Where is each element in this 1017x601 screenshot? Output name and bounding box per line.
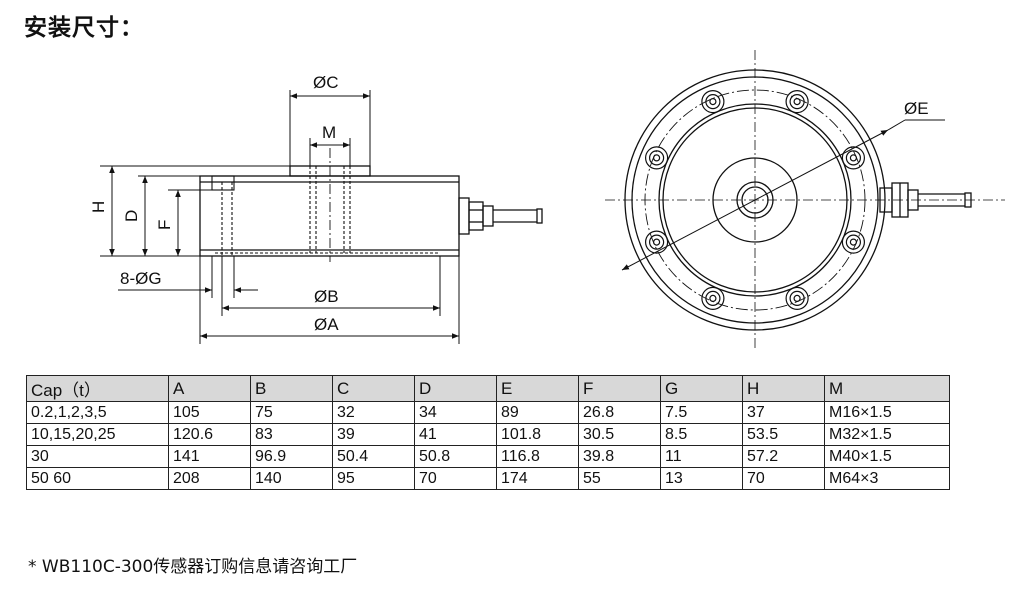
table-row: 0.2,1,2,3,5 105 75 32 34 89 26.8 7.5 37 … — [26, 401, 950, 424]
top-view — [605, 50, 1005, 350]
header-c: C — [332, 375, 415, 402]
label-h: H — [89, 201, 108, 213]
cell: 8.5 — [660, 423, 743, 446]
cell: 50 60 — [26, 467, 169, 490]
label-m: M — [322, 123, 336, 142]
cell: 30 — [26, 445, 169, 468]
cell: 34 — [414, 401, 497, 424]
header-e: E — [496, 375, 579, 402]
cell: 70 — [414, 467, 497, 490]
cell: 120.6 — [168, 423, 251, 446]
cell: M40×1.5 — [824, 445, 950, 468]
header-a: A — [168, 375, 251, 402]
cell: 208 — [168, 467, 251, 490]
cell: 140 — [250, 467, 333, 490]
label-ob: ØB — [314, 287, 339, 306]
cell: 32 — [332, 401, 415, 424]
oe-dimension — [621, 119, 945, 271]
cell: 50.4 — [332, 445, 415, 468]
cell: 141 — [168, 445, 251, 468]
cell: 57.2 — [742, 445, 825, 468]
cell: M32×1.5 — [824, 423, 950, 446]
side-view — [199, 148, 543, 262]
header-cap: Cap（t） — [26, 375, 169, 402]
cell: 39 — [332, 423, 415, 446]
cell: 105 — [168, 401, 251, 424]
cell: 0.2,1,2,3,5 — [26, 401, 169, 424]
label-d: D — [122, 210, 141, 222]
cell: 13 — [660, 467, 743, 490]
side-dimensions — [100, 90, 460, 344]
cell: 55 — [578, 467, 661, 490]
label-oc: ØC — [313, 73, 339, 92]
side-labels: ØC M H D F 8-ØG ØB ØA — [89, 73, 339, 334]
cell: 50.8 — [414, 445, 497, 468]
cell: 26.8 — [578, 401, 661, 424]
label-f: F — [155, 220, 174, 230]
cell: 89 — [496, 401, 579, 424]
header-h: H — [742, 375, 825, 402]
table-row: 50 60 208 140 95 70 174 55 13 70 M64×3 — [26, 467, 950, 490]
cell: 95 — [332, 467, 415, 490]
cell: 53.5 — [742, 423, 825, 446]
cable-gland — [458, 197, 470, 235]
cell: 75 — [250, 401, 333, 424]
page-title: 安装尺寸： — [24, 15, 144, 41]
cell: 39.8 — [578, 445, 661, 468]
installation-drawing: ØC M H D F 8-ØG ØB ØA — [89, 50, 1005, 350]
cell: M16×1.5 — [824, 401, 950, 424]
cell: 41 — [414, 423, 497, 446]
label-og: 8-ØG — [120, 269, 162, 288]
header-f: F — [578, 375, 661, 402]
body-outline — [199, 175, 460, 257]
label-oa: ØA — [314, 315, 339, 334]
cell: 174 — [496, 467, 579, 490]
header-d: D — [414, 375, 497, 402]
cell: 10,15,20,25 — [26, 423, 169, 446]
table-row: 30 141 96.9 50.4 50.8 116.8 39.8 11 57.2… — [26, 445, 950, 468]
header-b: B — [250, 375, 333, 402]
dimension-table: Cap（t） A B C D E F G H M 0.2,1,2,3,5 105… — [26, 375, 950, 490]
cell: 30.5 — [578, 423, 661, 446]
cell: 83 — [250, 423, 333, 446]
cell: 37 — [742, 401, 825, 424]
cell: 7.5 — [660, 401, 743, 424]
header-g: G — [660, 375, 743, 402]
cell: 70 — [742, 467, 825, 490]
label-oe: ØE — [904, 99, 929, 118]
cell: 11 — [660, 445, 743, 468]
cell: 96.9 — [250, 445, 333, 468]
cell: 101.8 — [496, 423, 579, 446]
table-row: 10,15,20,25 120.6 83 39 41 101.8 30.5 8.… — [26, 423, 950, 446]
table-header-row: Cap（t） A B C D E F G H M — [26, 375, 950, 402]
header-m: M — [824, 375, 950, 402]
cell: M64×3 — [824, 467, 950, 490]
footnote: * WB110C-300传感器订购信息请咨询工厂 — [28, 557, 358, 577]
cell: 116.8 — [496, 445, 579, 468]
